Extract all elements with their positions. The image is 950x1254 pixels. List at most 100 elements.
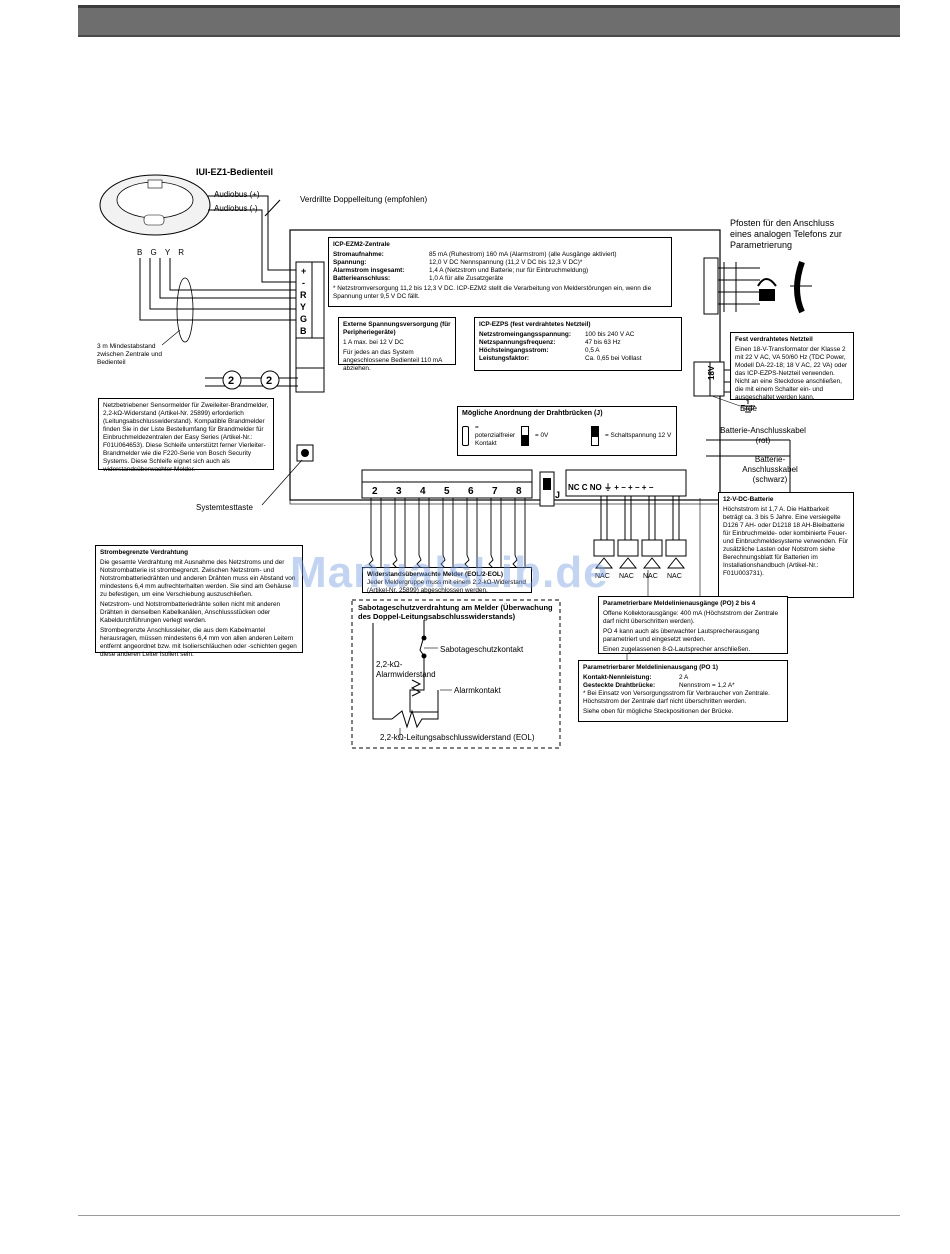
nac-label: NAC [667, 573, 682, 580]
sabotage-loop [351, 599, 561, 749]
alarm-contact-label: Alarmkontakt [454, 686, 501, 695]
panel-spec-row: Spannung:12,0 V DC Nennspannung (11,2 V … [333, 259, 667, 267]
jumper-open-icon [462, 426, 469, 446]
fire-sensor-text: Netzbetriebener Sensormelder für Zweilei… [103, 402, 269, 473]
fire-sensor-box: Netzbetriebener Sensormelder für Zweilei… [98, 398, 274, 473]
power-limited-p1: Die gesamte Verdrahtung mit Ausnahme des… [100, 559, 296, 598]
po24-title: Parametrierbare Meldelinienausgänge (PO)… [603, 600, 756, 607]
psu-spec-row: Netzstromeingangsspannung:100 bis 240 V … [479, 331, 677, 339]
power-limited-title: Strombegrenzte Verdrahtung [100, 549, 189, 556]
wire-colors-label: B G Y R [137, 248, 188, 257]
psu-spec-row: Leistungsfaktor: Ca. 0,65 bei Volllast [479, 355, 677, 363]
sabotage-title: Sabotageschutzverdrahtung am Melder (Übe… [358, 603, 553, 621]
psu-spec-value: 100 bis 240 V AC [585, 331, 635, 338]
min-distance-label: 3 m Mindestabstand zwischen Zentrale und… [97, 343, 163, 366]
eol-label: 2,2-kΩ-Leitungsabschlusswiderstand (EOL) [380, 733, 535, 742]
jumper-bottom-icon [521, 426, 529, 446]
po1-spec-key: Kontakt-Nennleistung: [583, 674, 652, 681]
po1-title: Parametrierbarer Meldelinienausgang (PO … [583, 664, 718, 671]
po1-box: Parametrierbarer Meldelinienausgang (PO … [578, 660, 788, 722]
po1-spec-row: Kontakt-Nennleistung: 2 A [583, 674, 783, 682]
system-test-label: Systemtesttaste [196, 503, 253, 512]
ext-supply-line-2: Für jedes an das System angeschlossene B… [343, 349, 443, 372]
panel-spec-row: Alarmstrom insgesamt: 1,4 A (Netzstrom un… [333, 267, 667, 275]
kp-term-y: Y [300, 302, 306, 312]
jumper-box: Mögliche Anordnung der Drahtbrücken (J) … [457, 406, 677, 456]
panel-spec-row: Batterieanschluss: 1,0 A für alle Zusatzg… [333, 275, 667, 283]
ext-supply-line-1: 1 A max. bei 12 V DC [343, 339, 404, 346]
psu-spec-key: Leistungsfaktor: [479, 355, 530, 362]
zone-number: 2 [372, 486, 378, 497]
psu-spec-row: Netzspannungsfrequenz:47 bis 63 Hz [479, 339, 677, 347]
output-terminal-labels: NC C NO ⏚ + − + − + − [568, 483, 654, 492]
jumper-opt1: = potenzialfreier Kontakt [475, 424, 516, 447]
panel-spec-key: Alarmstrom insgesamt: [333, 267, 405, 274]
kp-term-r: R [300, 290, 307, 300]
jumper-opt3: = Schaltspannung 12 V [605, 432, 672, 439]
hardwired-psu-title: Fest verdrahtetes Netzteil [735, 336, 813, 343]
psu-spec-value: 0,5 A [585, 347, 600, 354]
po24-line-2: PO 4 kann auch als überwachter Lautsprec… [603, 628, 760, 643]
keypad-icon [99, 174, 211, 236]
resistor-box: Widerstandsüberwachte Melder (EOL/2-EOL)… [362, 567, 532, 594]
keypad-wires [139, 195, 298, 321]
keypad-terminal-block [295, 261, 325, 393]
nac-label: NAC [619, 573, 634, 580]
zone-terminal-strip [361, 469, 533, 499]
svg-text:J: J [555, 490, 560, 500]
nac-label: NAC [595, 573, 610, 580]
zone-number: 6 [468, 486, 474, 497]
panel-spec-value: 1,4 A (Netzstrom und Batterie; nur für E… [429, 267, 589, 274]
hardwired-psu-text: Einen 18-V-Transformator der Klasse 2 mi… [735, 346, 848, 401]
zone-number: 3 [396, 486, 402, 497]
kp-term-plus: + [301, 266, 306, 276]
footer-line [78, 1215, 900, 1216]
kp-term-minus: - [302, 278, 305, 288]
psu-spec-row: Höchsteingangsstrom: 0,5 A [479, 347, 677, 355]
battery-red-label: Batterie-Anschlusskabel (rot) [720, 426, 806, 445]
psu-spec-key: Netzspannungsfrequenz: [479, 339, 556, 346]
audiobus-minus-label: Audiobus (-) [214, 204, 258, 213]
po1-note: * Bei Einsatz von Versorgungsstrom für V… [583, 690, 770, 705]
nac-label: NAC [643, 573, 658, 580]
phone-posts-label: Pfosten für den Anschluss eines analogen… [730, 218, 842, 250]
detector-2-b: 2 [266, 375, 272, 387]
po1-spec-value: 2 A [679, 674, 689, 681]
po24-line-3: Einen zugelassenen 8-Ω-Lautsprecher ansc… [603, 646, 751, 653]
panel-spec-key: Batterieanschluss: [333, 275, 391, 282]
kp-term-g: G [300, 314, 307, 324]
power-limited-p3: Strombegrenzte Anschlussleiter, die aus … [100, 627, 297, 658]
twisted-pair-label: Verdrillte Doppelleitung (empfohlen) [300, 195, 428, 204]
psu-spec-value: Ca. 0,65 bei Volllast [585, 355, 642, 362]
zone-number: 4 [420, 486, 426, 497]
zone-number: 8 [516, 486, 522, 497]
earth-icon [741, 405, 755, 413]
battery-box: 12-V-DC-Batterie Höchststrom ist 1,7 A. … [718, 492, 854, 598]
power-limited-box: Strombegrenzte Verdrahtung Die gesamte V… [95, 545, 303, 658]
power-limited-p2: Netzstrom- und Notstrombatteriedrähte so… [100, 601, 281, 624]
jumper-top-icon [591, 426, 599, 446]
watermark: ManualsLib.de [290, 548, 609, 597]
psu-spec-box: ICP-EZPS (fest verdrahtetes Netzteil) Ne… [474, 317, 682, 371]
kp-term-b: B [300, 326, 307, 336]
panel-spec-row: Stromaufnahme:85 mA (Ruhestrom) 160 mA (… [333, 251, 667, 259]
phone-icon [757, 260, 812, 314]
hardwired-psu-box: Fest verdrahtetes Netzteil Einen 18-V-Tr… [730, 332, 854, 401]
panel-spec-value: 85 mA (Ruhestrom) 160 mA (Alarmstrom) (a… [429, 251, 617, 258]
psu-18v-label: 18V [707, 365, 716, 380]
sabotage-contact-label: Sabotageschutzkontakt [440, 645, 524, 654]
audiobus-plus-label: Audiobus (+) [214, 190, 260, 199]
psu-spec-key: Höchsteingangsstrom: [479, 347, 549, 354]
panel-spec-title: ICP-EZM2-Zentrale [333, 241, 390, 248]
jumper-opt2: = 0V [535, 432, 549, 439]
panel-spec-value: 1,0 A für alle Zusatzgeräte [429, 275, 504, 282]
nac-device: NAC [617, 496, 639, 580]
battery-text: Höchststrom ist 1,7 A. Die Haltbarkeit b… [723, 506, 849, 577]
panel-spec-value: 12,0 V DC Nennspannung (11,2 V DC bis 12… [429, 259, 583, 266]
earth-label: Erde [740, 404, 757, 413]
ext-supply-box: Externe Spannungsversorgung (für Periphe… [338, 317, 456, 372]
po1-spec-value: Nennstrom = 1,2 A* [679, 682, 735, 689]
po1-footer: Siehe oben für mögliche Steckpositionen … [583, 708, 734, 715]
